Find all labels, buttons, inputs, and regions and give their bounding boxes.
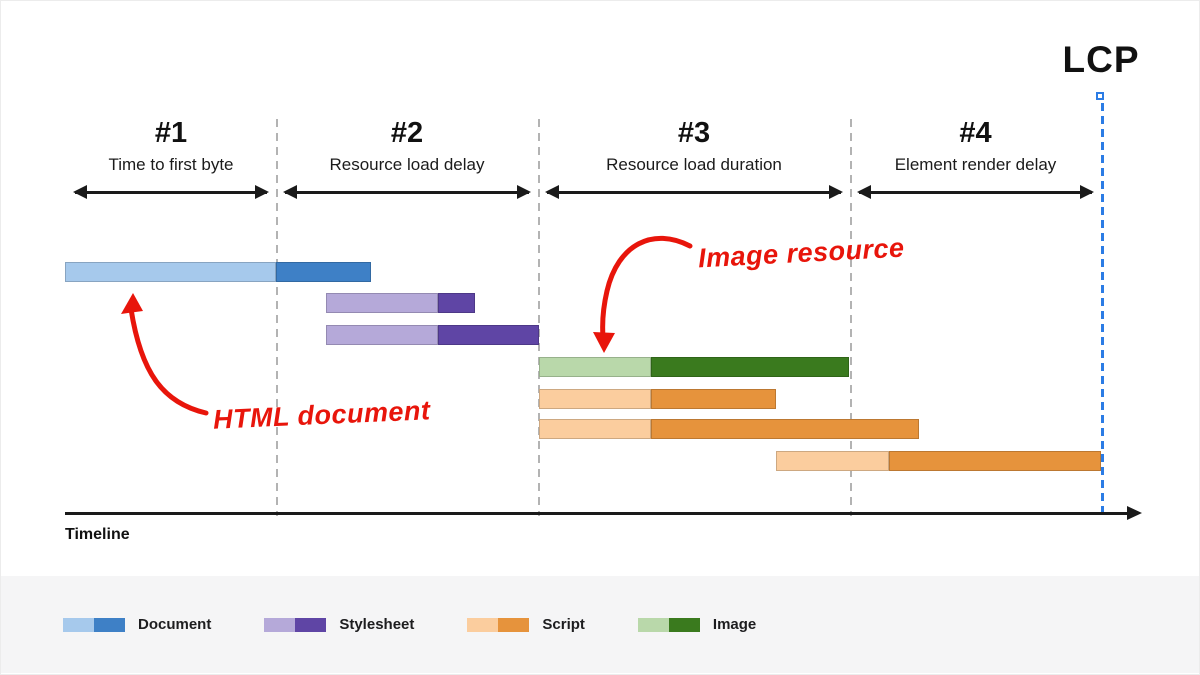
phase-number: #4 xyxy=(959,117,992,149)
script-bar-segment-light xyxy=(776,451,889,471)
html-document-arrow-icon xyxy=(128,306,209,416)
document-bar-segment-light xyxy=(65,262,276,282)
phase-label: Resource load duration xyxy=(606,155,782,174)
document-bar-segment-dark xyxy=(276,262,371,282)
document-swatch-icon xyxy=(63,617,125,632)
arrow-right-head-icon xyxy=(829,185,843,199)
phase-range-arrow-icon xyxy=(857,185,1094,199)
script-bar-segment-dark xyxy=(651,389,776,409)
timeline-label: Timeline xyxy=(65,526,130,543)
swatch-light xyxy=(637,617,669,632)
swatch-light xyxy=(63,617,94,632)
phase-divider-1 xyxy=(276,119,278,516)
arrow-line xyxy=(285,190,529,194)
phase-number: #1 xyxy=(154,117,188,149)
swatch-dark xyxy=(668,617,700,632)
legend-label: Script xyxy=(542,616,585,633)
stylesheet-bar-segment-light xyxy=(326,325,438,345)
legend-label: Image xyxy=(712,616,757,633)
arrow-right-head-icon xyxy=(255,185,269,199)
arrow-right-head-icon xyxy=(1080,185,1094,199)
legend-item-document: Document xyxy=(63,616,211,633)
script-bar-segment-light xyxy=(539,389,651,409)
phase-divider-2 xyxy=(538,119,540,516)
script-swatch-icon xyxy=(467,617,530,632)
timeline-axis xyxy=(65,512,1129,515)
image-swatch-icon xyxy=(637,617,700,632)
legend: Document Stylesheet Script Image xyxy=(1,576,1199,673)
legend-label: Document xyxy=(138,616,212,633)
lcp-marker-icon xyxy=(1096,92,1104,100)
arrow-line xyxy=(859,190,1092,194)
phase-range-arrow-icon xyxy=(73,185,269,199)
swatch-light xyxy=(264,617,296,632)
image-resource-annotation: Image resource xyxy=(697,232,906,274)
script-bar-segment-dark xyxy=(651,419,919,439)
stylesheet-bar-segment-dark xyxy=(438,325,539,345)
stylesheet-bar-segment-dark xyxy=(438,293,475,313)
legend-item-stylesheet: Stylesheet xyxy=(264,616,414,633)
phase-range-arrow-icon xyxy=(545,185,843,199)
lcp-vertical-line xyxy=(1101,103,1104,513)
stylesheet-bar-segment-light xyxy=(326,293,438,313)
script-bar-segment-dark xyxy=(889,451,1101,471)
swatch-dark xyxy=(94,617,125,632)
arrow-right-head-icon xyxy=(517,185,531,199)
lcp-title: LCP xyxy=(1062,39,1140,80)
phase-label: Resource load delay xyxy=(329,155,485,174)
legend-item-image: Image xyxy=(637,616,757,633)
swatch-dark xyxy=(295,617,327,632)
image-bar-segment-dark xyxy=(651,357,849,377)
stylesheet-swatch-icon xyxy=(264,617,327,632)
phase-label: Element render delay xyxy=(894,155,1057,174)
html-document-annotation: HTML document xyxy=(212,395,432,435)
html-document-arrowhead-icon xyxy=(121,293,143,314)
legend-label: Stylesheet xyxy=(339,616,415,633)
phase-number: #3 xyxy=(677,117,711,149)
phase-number: #2 xyxy=(390,117,424,149)
arrow-line xyxy=(547,190,841,194)
phase-divider-3 xyxy=(850,119,852,516)
legend-item-script: Script xyxy=(467,616,585,633)
arrow-line xyxy=(75,190,267,194)
phase-label: Time to first byte xyxy=(108,155,234,174)
phase-range-arrow-icon xyxy=(283,185,531,199)
script-bar-segment-light xyxy=(539,419,651,439)
swatch-light xyxy=(467,617,499,632)
timeline-axis-arrowhead-icon xyxy=(1127,506,1142,520)
image-resource-arrow-icon xyxy=(600,235,693,340)
image-bar-segment-light xyxy=(539,357,651,377)
image-resource-arrowhead-icon xyxy=(593,332,615,353)
swatch-dark xyxy=(498,617,530,632)
